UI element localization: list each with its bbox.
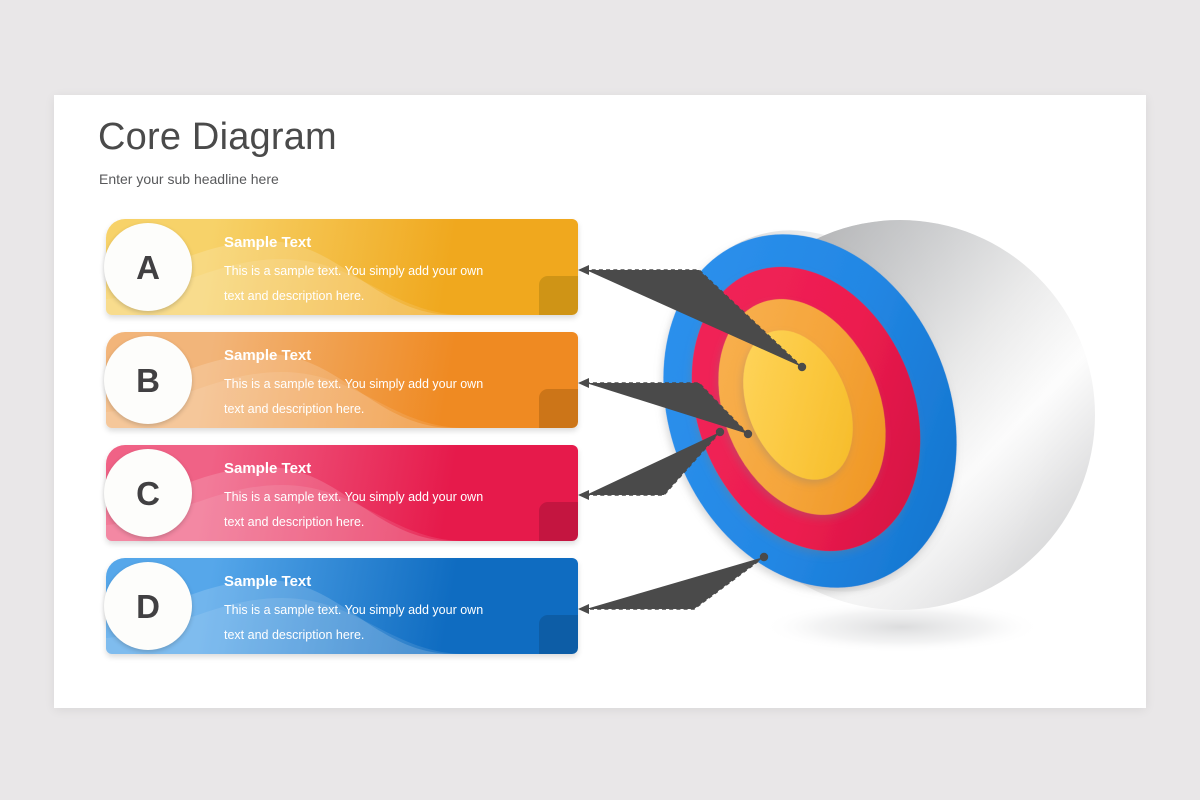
card-description-line-2: text and description here. <box>224 628 365 643</box>
slide-canvas: Core Diagram Enter your sub headline her… <box>54 95 1146 708</box>
card-shape <box>106 332 578 428</box>
core-sphere-diagram[interactable] <box>610 155 1130 675</box>
card-description-line-1: This is a sample text. You simply add yo… <box>224 376 484 391</box>
arrowhead-c <box>578 490 589 500</box>
sphere-ground-shadow <box>762 601 1042 653</box>
card-wave-overlay <box>106 467 578 541</box>
card-fold-corner <box>539 389 578 428</box>
card-text-block: Sample Text This is a sample text. You s… <box>224 460 538 536</box>
card-text-block: Sample Text This is a sample text. You s… <box>224 347 538 423</box>
card-shape <box>106 219 578 315</box>
card-heading: Sample Text <box>224 573 312 590</box>
card-badge-letter: D <box>136 587 160 625</box>
info-card-c[interactable]: C Sample Text This is a sample text. You… <box>104 445 578 541</box>
card-wave-overlay <box>106 580 578 654</box>
card-badge-letter: B <box>136 361 160 399</box>
card-description-line-2: text and description here. <box>224 289 365 304</box>
connector-arrowheads <box>578 265 589 614</box>
card-text-block: Sample Text This is a sample text. You s… <box>224 573 538 649</box>
card-fold-corner <box>539 502 578 541</box>
card-text-block: Sample Text This is a sample text. You s… <box>224 234 538 310</box>
card-heading: Sample Text <box>224 234 312 251</box>
card-fold-corner <box>539 615 578 654</box>
card-description-line-2: text and description here. <box>224 402 365 417</box>
core-sphere-svg <box>663 220 1095 653</box>
info-card-d[interactable]: D Sample Text This is a sample text. You… <box>104 558 578 654</box>
card-shape <box>106 445 578 541</box>
card-description-line-1: This is a sample text. You simply add yo… <box>224 489 484 504</box>
arrowhead-a <box>578 265 589 275</box>
card-wave-overlay <box>106 354 578 428</box>
arrowhead-d <box>578 604 589 614</box>
page-title: Core Diagram <box>98 116 337 158</box>
card-heading: Sample Text <box>224 460 312 477</box>
card-badge-a: A <box>104 223 192 311</box>
card-badge-b: B <box>104 336 192 424</box>
card-badge-d: D <box>104 562 192 650</box>
card-description-line-1: This is a sample text. You simply add yo… <box>224 602 484 617</box>
card-badge-c: C <box>104 449 192 537</box>
card-wave-overlay <box>106 241 578 315</box>
info-card-a[interactable]: A Sample Text This is a sample text. You… <box>104 219 578 315</box>
card-description-line-1: This is a sample text. You simply add yo… <box>224 263 484 278</box>
page-subtitle: Enter your sub headline here <box>99 171 279 187</box>
core-yellow[interactable] <box>722 314 873 496</box>
info-card-b[interactable]: B Sample Text This is a sample text. You… <box>104 332 578 428</box>
card-heading: Sample Text <box>224 347 312 364</box>
arrowhead-b <box>578 378 589 388</box>
card-badge-letter: C <box>136 474 160 512</box>
card-badge-letter: A <box>136 248 160 286</box>
card-description-line-2: text and description here. <box>224 515 365 530</box>
card-fold-corner <box>539 276 578 315</box>
